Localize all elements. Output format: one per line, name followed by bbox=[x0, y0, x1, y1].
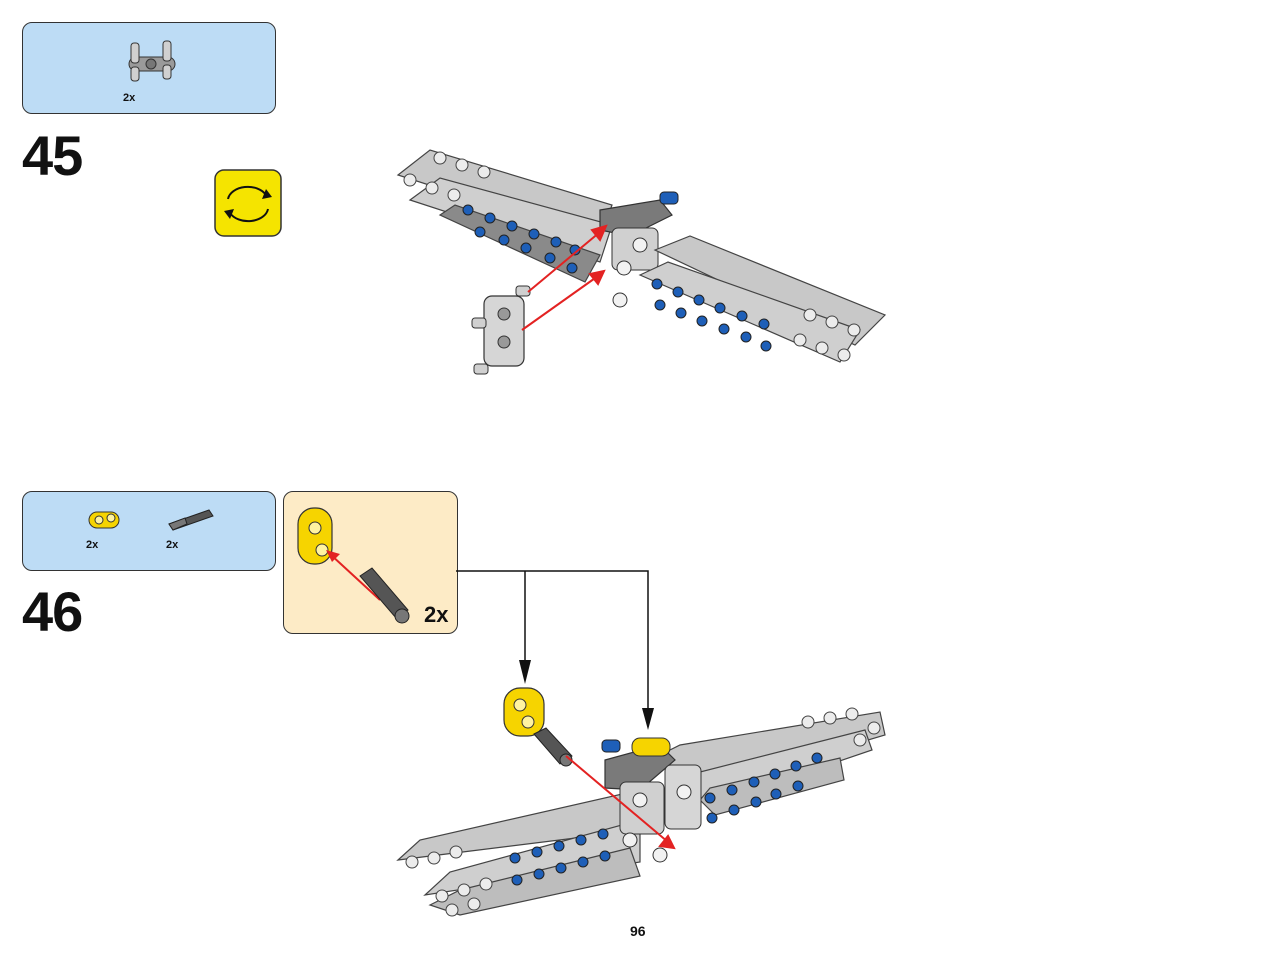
step-number: 45 bbox=[22, 124, 83, 187]
part-quantity: 2x bbox=[166, 539, 179, 551]
double-cross-block-part-icon bbox=[128, 40, 176, 82]
step-46-parts-list: 2x 2x bbox=[22, 491, 276, 571]
axle-pin-part-icon bbox=[168, 509, 214, 531]
part-quantity: 2x bbox=[86, 539, 99, 551]
left-beam-assembly bbox=[396, 149, 613, 283]
left-beam-assembly bbox=[396, 789, 641, 917]
subassembly-callout: 2x bbox=[283, 491, 458, 634]
rotate-model-icon bbox=[214, 169, 282, 237]
subassembly-quantity: 2x bbox=[424, 602, 449, 627]
right-beam-assembly bbox=[638, 235, 887, 363]
page-number: 96 bbox=[630, 923, 646, 939]
center-connector-block bbox=[599, 191, 679, 308]
step-45-parts-list: 2x bbox=[22, 22, 276, 114]
insertion-arrows bbox=[565, 755, 676, 850]
yellow-cross-block-part-icon bbox=[88, 511, 120, 529]
subassembly-illustration bbox=[297, 507, 410, 624]
center-connector-block bbox=[601, 737, 702, 863]
right-beam-assembly bbox=[648, 707, 886, 824]
insertion-arrows bbox=[521, 224, 608, 331]
step-number: 46 bbox=[22, 580, 83, 643]
yellow-cross-block-being-attached bbox=[503, 687, 573, 767]
part-quantity: 2x bbox=[123, 92, 136, 104]
